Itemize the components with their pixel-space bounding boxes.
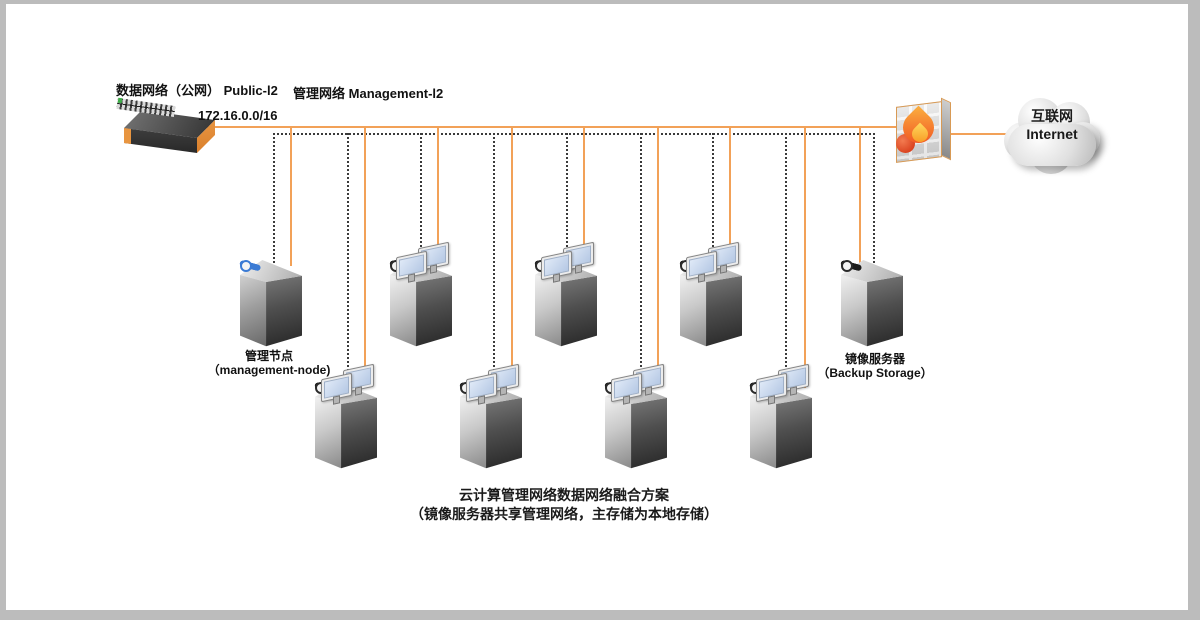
internet-cloud-icon: 互联网 Internet xyxy=(1002,92,1102,176)
server-compute-node xyxy=(749,363,813,472)
vm-monitors-icon xyxy=(389,241,453,281)
data-network-link xyxy=(290,126,292,266)
internet-label-en: Internet xyxy=(1026,126,1078,143)
label-public-network: 数据网络（公网） Public-l2 xyxy=(116,80,278,99)
vm-monitors-icon xyxy=(679,241,743,281)
vm-monitors-icon xyxy=(459,363,523,403)
management-network-link xyxy=(640,133,642,388)
power-led-icon xyxy=(240,260,252,272)
label-management-network-en: Management-l2 xyxy=(348,86,444,101)
backup-storage-label-en: （Backup Storage） xyxy=(817,366,933,381)
server-compute-node xyxy=(604,363,668,472)
firewall-internet-link xyxy=(946,133,1014,135)
switch-icon xyxy=(116,97,218,156)
data-network-link xyxy=(657,126,659,388)
management-network-link xyxy=(566,133,568,266)
server-tower-icon xyxy=(239,260,302,348)
power-led-icon xyxy=(841,260,853,272)
server-compute-node xyxy=(314,363,378,472)
management-network-link xyxy=(347,133,349,388)
backup-storage-label-cn: 镜像服务器 xyxy=(844,352,905,366)
management-network-link xyxy=(873,133,875,266)
server-tower-icon xyxy=(840,260,903,348)
label-public-network-en: Public-l2 xyxy=(223,83,278,98)
management-network-link xyxy=(493,133,495,388)
server-compute-node xyxy=(459,363,523,472)
server-backup-storage xyxy=(840,244,904,350)
data-network-link xyxy=(583,126,585,266)
vm-monitors-icon xyxy=(534,241,598,281)
server-compute-node xyxy=(389,241,453,350)
label-subnet: 172.16.0.0/16 xyxy=(198,108,278,123)
server-compute-node xyxy=(534,241,598,350)
management-network-bus xyxy=(273,133,874,135)
data-network-bus xyxy=(206,126,896,128)
management-network-link xyxy=(785,133,787,388)
management-network-link xyxy=(712,133,714,266)
data-network-link xyxy=(729,126,731,266)
management-network-link xyxy=(420,133,422,266)
data-network-link xyxy=(804,126,806,388)
server-compute-node xyxy=(679,241,743,350)
vm-monitors-icon xyxy=(604,363,668,403)
caption-line2: （镜像服务器共享管理网络，主存储为本地存储） xyxy=(410,507,718,523)
firewall-icon xyxy=(890,96,956,180)
server-management-node xyxy=(239,244,303,350)
internet-label-cn: 互联网 xyxy=(1031,110,1073,125)
data-network-link xyxy=(859,126,861,266)
label-management-network: 管理网络 Management-l2 xyxy=(293,83,443,102)
firewall-side-face xyxy=(941,97,951,161)
data-network-link xyxy=(437,126,439,266)
management-node-label-cn: 管理节点 xyxy=(244,349,293,363)
label-management-network-cn: 管理网络 xyxy=(293,86,346,101)
internet-label: 互联网 Internet xyxy=(1002,109,1102,143)
data-network-link xyxy=(511,126,513,388)
management-network-link xyxy=(273,133,275,266)
management-node-label: 管理节点 （management-node) xyxy=(184,349,354,377)
backup-storage-label: 镜像服务器 （Backup Storage） xyxy=(790,352,960,380)
data-network-link xyxy=(364,126,366,388)
diagram-caption: 云计算管理网络数据网络融合方案 （镜像服务器共享管理网络，主存储为本地存储） xyxy=(334,488,794,526)
switch-orange-stripe xyxy=(124,128,131,144)
management-node-label-en: （management-node) xyxy=(207,363,331,378)
caption-line1: 云计算管理网络数据网络融合方案 xyxy=(459,489,669,504)
label-public-network-cn: 数据网络（公网） xyxy=(116,83,221,98)
